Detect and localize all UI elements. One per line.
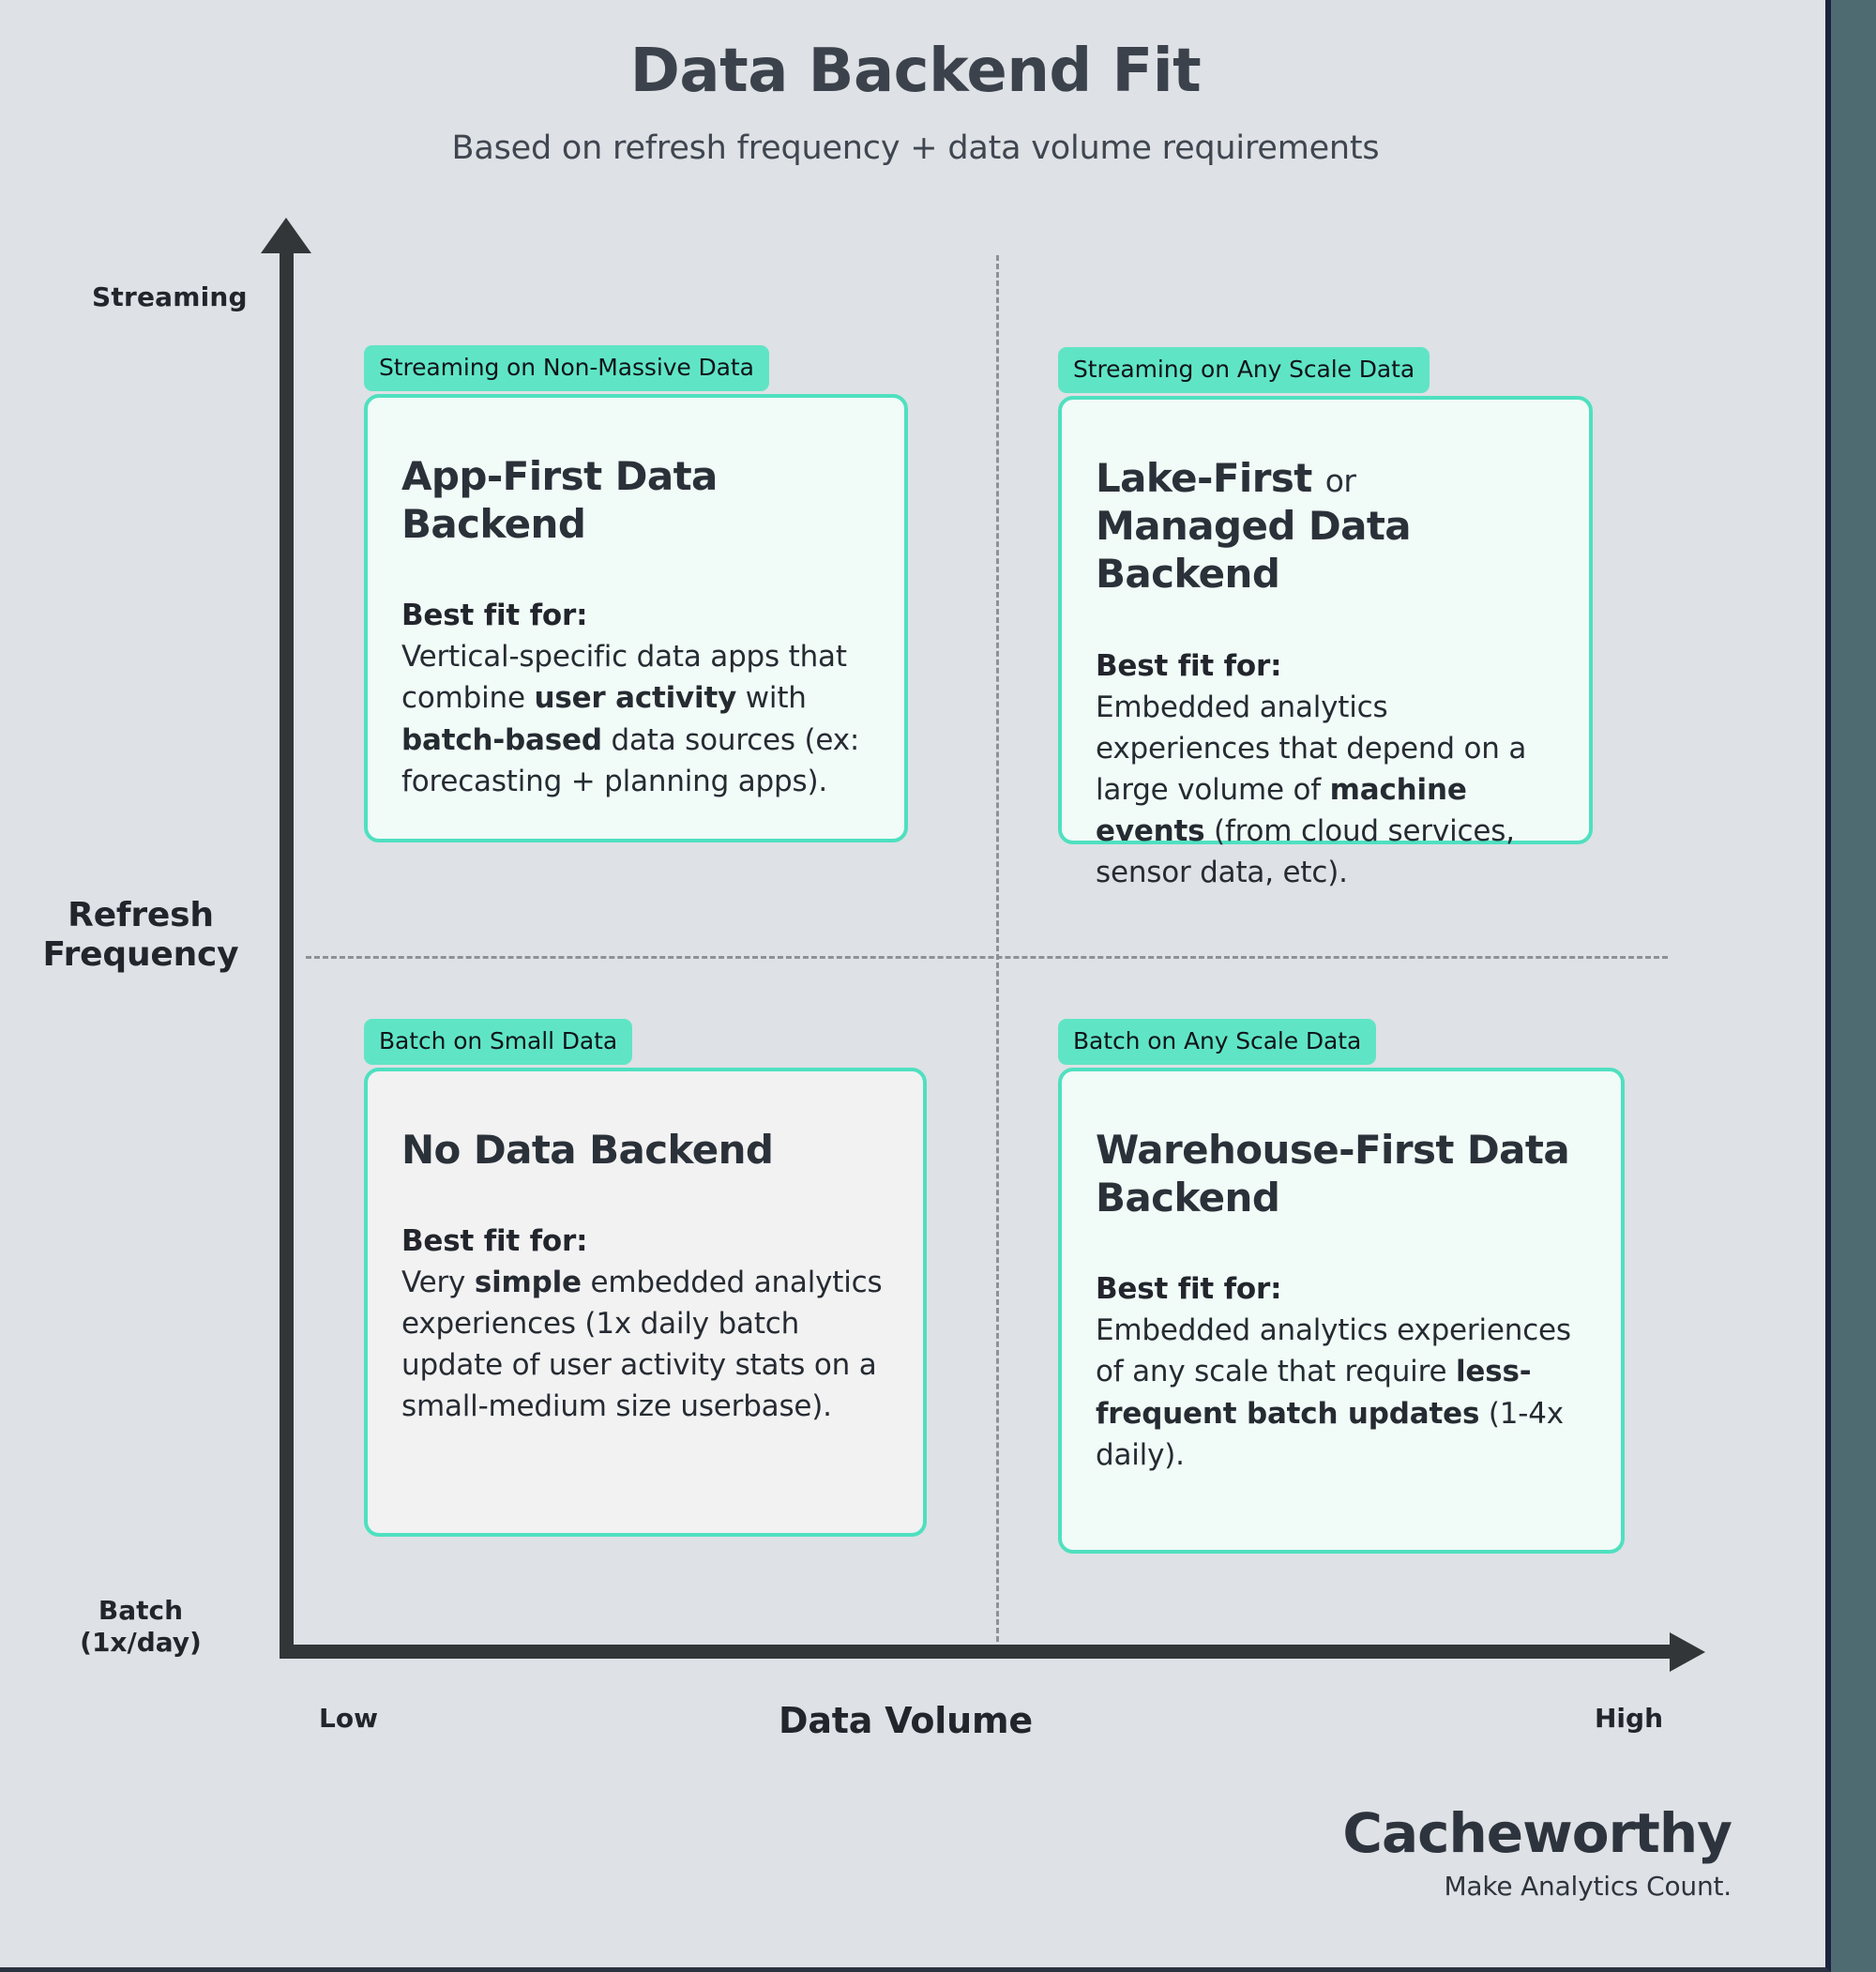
body-emphasis-1: user activity bbox=[534, 681, 737, 716]
body-emphasis-2: batch-based bbox=[401, 722, 602, 757]
y-axis-tick-batch-line1: Batch bbox=[98, 1595, 184, 1626]
body-text-end: data sources (ex: forecasting + planning… bbox=[401, 722, 860, 798]
body-emphasis-1: simple bbox=[474, 1266, 582, 1300]
x-axis-tick-low: Low bbox=[319, 1703, 378, 1734]
body-emphasis-1: less-frequent batch updates bbox=[1096, 1355, 1532, 1431]
card-title-part1: Lake-First bbox=[1096, 455, 1312, 501]
page-title: Data Backend Fit bbox=[629, 37, 1202, 106]
card-title-no-data-backend: No Data Backend bbox=[401, 1127, 774, 1173]
right-edge-strip bbox=[1837, 0, 1876, 1972]
bestfit-label-top-right: Best fit for: bbox=[1096, 648, 1282, 683]
body-text: Very bbox=[401, 1266, 475, 1300]
x-axis-line bbox=[280, 1645, 1674, 1659]
quadrant-top-right: Streaming on Any Scale Data Lake-First o… bbox=[1058, 347, 1593, 889]
body-text: Embedded analytics experiences that depe… bbox=[1096, 690, 1527, 807]
card-body-bottom-right: Embedded analytics experiences of any sc… bbox=[1096, 1310, 1585, 1475]
header: Data Backend Fit Based on refresh freque… bbox=[0, 37, 1825, 167]
y-axis-line bbox=[280, 233, 294, 1659]
card-title-part2: Managed Data Backend bbox=[1096, 503, 1412, 598]
quadrant-badge-bottom-right: Batch on Any Scale Data bbox=[1058, 1019, 1377, 1065]
card-title-app-first: App-First Data Backend bbox=[401, 453, 718, 548]
y-axis-tick-batch-line2: (1x/day) bbox=[80, 1626, 202, 1658]
card-title-conjunction: or bbox=[1324, 463, 1356, 499]
body-text-mid: with bbox=[736, 681, 807, 716]
quadrant-badge-top-right: Streaming on Any Scale Data bbox=[1058, 347, 1430, 393]
x-axis-label: Data Volume bbox=[779, 1700, 1033, 1741]
quadrant-divider-horizontal bbox=[306, 956, 1668, 959]
card-body-bottom-left: Very simple embedded analytics experienc… bbox=[401, 1262, 887, 1427]
card-title-lake-first: Lake-First or Managed Data Backend bbox=[1096, 454, 1553, 599]
body-text-end: embedded analytics experiences (1x daily… bbox=[401, 1266, 883, 1424]
bestfit-label-top-left: Best fit for: bbox=[401, 599, 588, 633]
quadrant-bottom-right: Batch on Any Scale Data Warehouse-First … bbox=[1058, 1019, 1625, 1554]
y-axis-tick-streaming: Streaming bbox=[92, 281, 248, 312]
brand-name: Cacheworthy bbox=[1342, 1801, 1732, 1865]
x-axis-tick-high: High bbox=[1595, 1703, 1664, 1734]
quadrant-bottom-left: Batch on Small Data No Data Backend Best… bbox=[364, 1019, 927, 1537]
brand-logo: Cacheworthy Make Analytics Count. bbox=[1342, 1801, 1732, 1902]
quadrant-badge-bottom-left: Batch on Small Data bbox=[364, 1019, 633, 1065]
quadrant-badge-top-left: Streaming on Non-Massive Data bbox=[364, 345, 769, 391]
y-axis-tick-batch: Batch (1x/day) bbox=[19, 1595, 263, 1658]
bestfit-label-bottom-right: Best fit for: bbox=[1096, 1272, 1282, 1307]
x-axis-arrowhead bbox=[1670, 1632, 1705, 1672]
body-text-end: (from cloud services, sensor data, etc). bbox=[1096, 813, 1515, 889]
bestfit-label-bottom-left: Best fit for: bbox=[401, 1224, 588, 1259]
quadrant-card-top-left: App-First Data Backend Best fit for: Ver… bbox=[364, 394, 908, 842]
quadrant-divider-vertical bbox=[996, 255, 999, 1642]
y-axis-label: Refresh Frequency bbox=[19, 896, 263, 976]
body-text-end: (1-4x daily). bbox=[1096, 1396, 1564, 1472]
body-text: Embedded analytics experiences of any sc… bbox=[1096, 1313, 1571, 1389]
quadrant-card-bottom-left: No Data Backend Best fit for: Very simpl… bbox=[364, 1068, 927, 1537]
y-axis-label-line2: Frequency bbox=[42, 935, 239, 975]
quadrant-card-bottom-right: Warehouse-First Data Backend Best fit fo… bbox=[1058, 1068, 1625, 1554]
card-title-warehouse-first: Warehouse-First Data Backend bbox=[1096, 1127, 1570, 1221]
body-emphasis-1: machine events bbox=[1096, 772, 1467, 848]
quadrant-card-top-right: Lake-First or Managed Data Backend Best … bbox=[1058, 396, 1593, 889]
body-text: Vertical-specific data apps that combine bbox=[401, 640, 847, 716]
card-body-top-right: Embedded analytics experiences that depe… bbox=[1096, 687, 1553, 893]
page-subtitle: Based on refresh frequency + data volume… bbox=[451, 129, 1380, 167]
infographic-canvas: Data Backend Fit Based on refresh freque… bbox=[0, 0, 1831, 1972]
card-body-top-left: Vertical-specific data apps that combine… bbox=[401, 636, 869, 801]
brand-tagline: Make Analytics Count. bbox=[1444, 1871, 1732, 1902]
y-axis-label-line1: Refresh bbox=[68, 896, 214, 934]
quadrant-top-left: Streaming on Non-Massive Data App-First … bbox=[364, 345, 908, 842]
